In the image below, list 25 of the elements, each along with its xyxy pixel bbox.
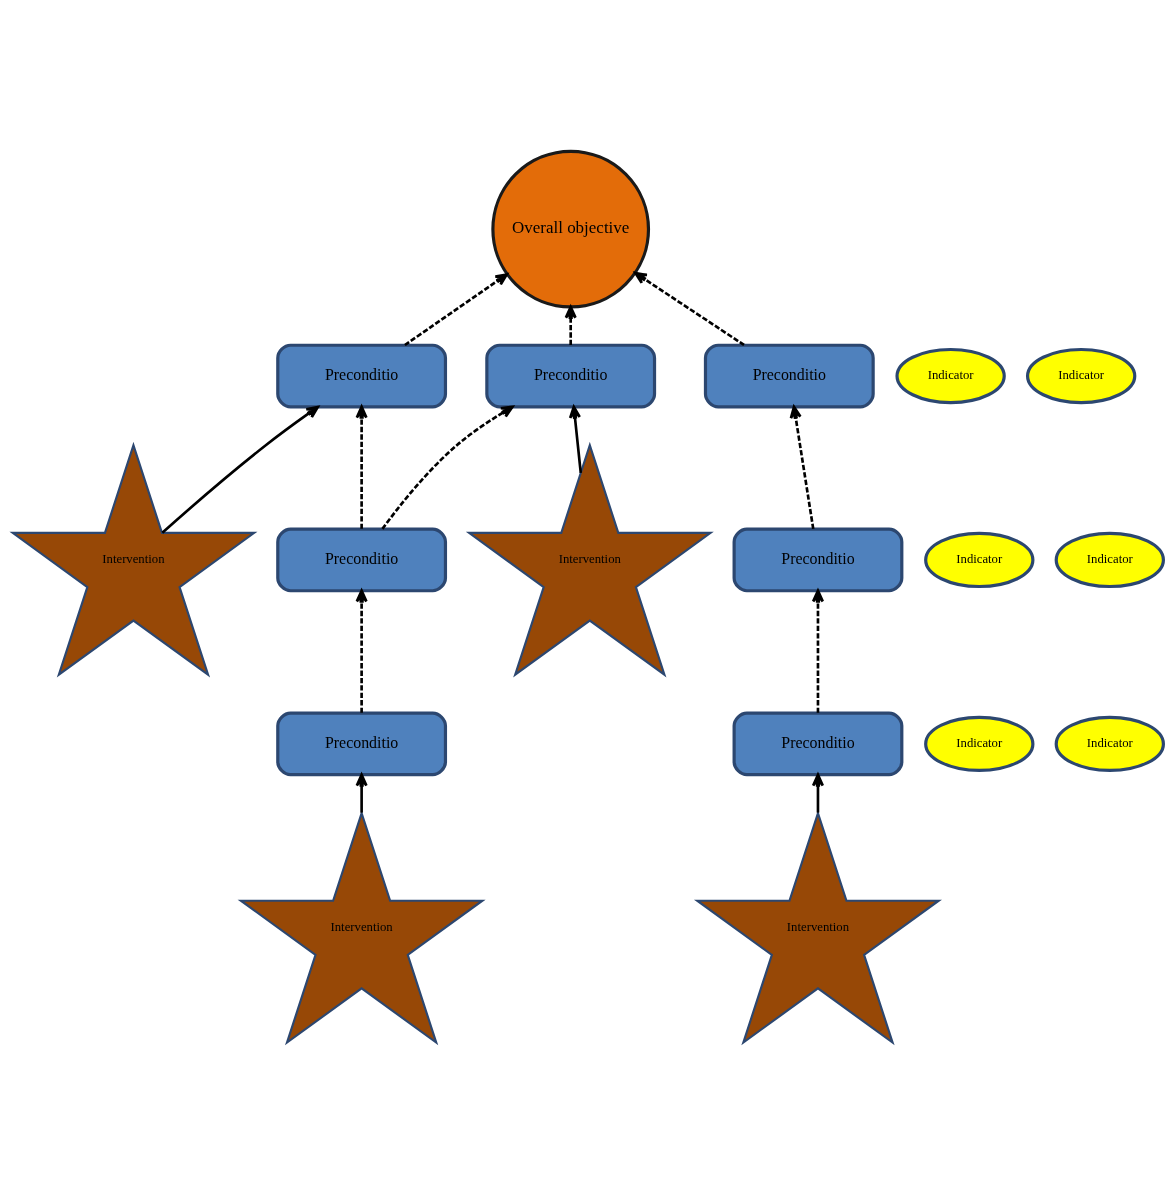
node-box: Preconditio [276, 527, 448, 593]
arrow [789, 405, 815, 530]
arrow [161, 405, 320, 534]
node-box: Preconditio [703, 343, 875, 409]
arrow [811, 589, 825, 713]
node-ellipse: Indicator [924, 715, 1035, 772]
arrow [568, 405, 583, 473]
arrow [355, 405, 368, 529]
node-box: Preconditio [732, 527, 904, 593]
arrow [381, 405, 514, 530]
node-ellipse: Indicator [1054, 531, 1165, 589]
arrow [564, 305, 577, 345]
arrow [355, 773, 368, 813]
node-box: Preconditio [276, 711, 448, 777]
node-box: Preconditio [732, 711, 904, 777]
node-ellipse: Indicator [1054, 715, 1165, 772]
node-box: Preconditio [276, 343, 448, 409]
arrow [811, 773, 825, 813]
arrow [634, 271, 745, 347]
node-ellipse: Indicator [924, 531, 1035, 589]
node-box: Preconditio [485, 343, 657, 409]
node-ellipse: Indicator [895, 347, 1006, 405]
node-ellipse: Indicator [1026, 347, 1137, 405]
arrow [404, 273, 509, 347]
arrow [355, 589, 368, 713]
